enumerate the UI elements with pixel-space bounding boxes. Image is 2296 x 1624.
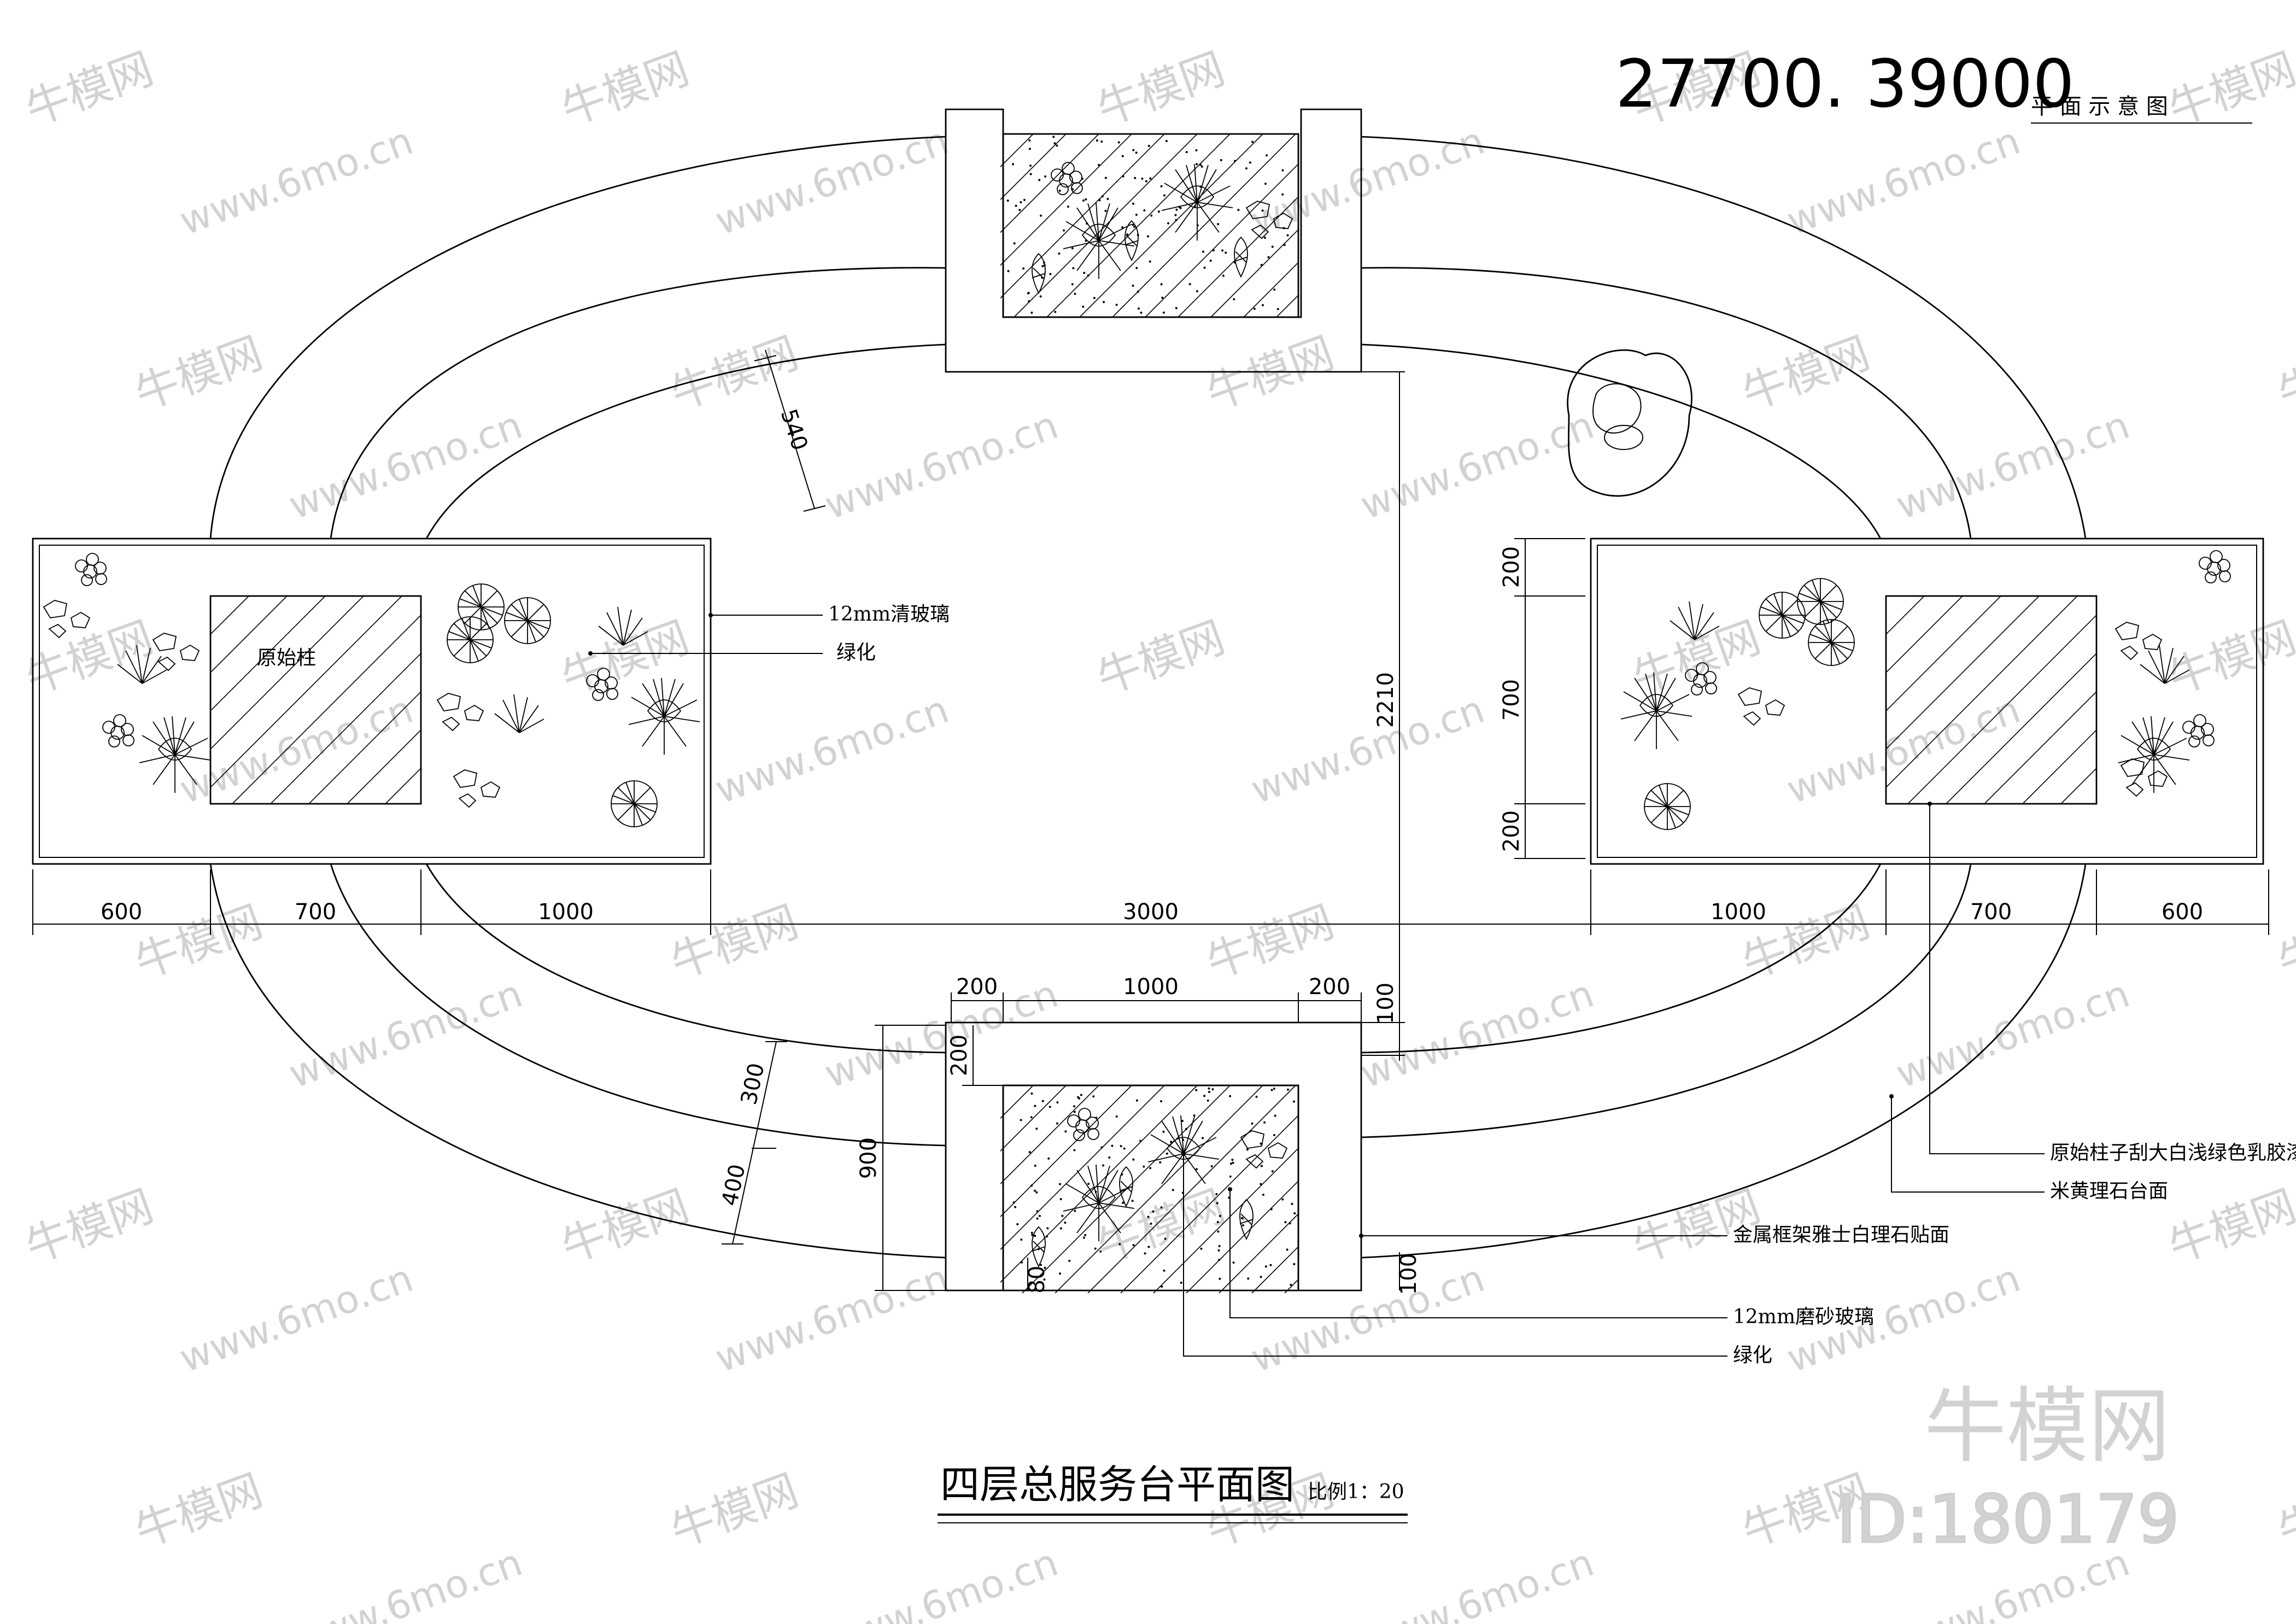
dim-top-ring: 540 bbox=[776, 406, 812, 454]
leader-lines bbox=[588, 613, 2045, 1357]
dim-ring-lower-2: 400 bbox=[717, 1162, 751, 1208]
dim-bottom-left-1: 600 bbox=[101, 899, 142, 925]
watermark-tile: www.6mo.cn bbox=[1245, 1255, 1490, 1381]
watermark-tile: www.6mo.cn bbox=[283, 1540, 528, 1624]
watermark-tile: 牛模网 bbox=[128, 1464, 269, 1557]
watermark-tile: 牛模网 bbox=[555, 611, 695, 704]
dim-bottom-right-1: 1000 bbox=[1711, 899, 1766, 925]
label-pillar-paint: 原始柱子刮大白浅绿色乳胶漆 bbox=[2050, 1142, 2296, 1164]
watermark-tile: 牛模网 bbox=[664, 327, 805, 419]
label-pillar: 原始柱 bbox=[257, 647, 316, 669]
dimension-labels: 600 700 1000 3000 1000 700 600 200 700 2… bbox=[101, 406, 2203, 1295]
watermark-tile: 牛模网 bbox=[19, 1180, 160, 1272]
dim-bottom-box-side-1: 200 bbox=[947, 1035, 972, 1076]
page-title: 四层总服务台平面图 bbox=[940, 1462, 1295, 1508]
corner-watermark: 牛模网 ID:180179 bbox=[1836, 1379, 2180, 1559]
sculpture-icon bbox=[1567, 349, 1692, 497]
watermark-tile: www.6mo.cn bbox=[1781, 118, 2026, 244]
scale-label: 比例1：20 bbox=[1308, 1481, 1404, 1503]
drawing-code: 27700. 39000 bbox=[1615, 46, 2075, 122]
service-ring bbox=[209, 136, 2087, 1259]
watermark-tile: www.6mo.cn bbox=[1890, 971, 2135, 1097]
watermark-tile: www.6mo.cn bbox=[174, 1255, 419, 1381]
watermark-tile: www.6mo.cn bbox=[1781, 687, 2026, 813]
watermark-tile: www.6mo.cn bbox=[1355, 402, 1600, 528]
dim-bottom-right-3: 600 bbox=[2162, 899, 2203, 925]
right-pillar bbox=[1885, 595, 2098, 805]
watermark-tile: www.6mo.cn bbox=[710, 1255, 954, 1381]
dim-center-vertical: 2210 bbox=[1373, 672, 1398, 728]
watermark-tile: 牛模网 bbox=[128, 327, 269, 419]
dim-bottom-box-gap-bottom: 100 bbox=[1396, 1253, 1421, 1295]
left-pillar bbox=[209, 595, 422, 805]
label-clear-glass: 12mm清玻璃 bbox=[828, 603, 950, 626]
bottom-planter-box bbox=[945, 1021, 1362, 1293]
label-greenery-top: 绿化 bbox=[836, 641, 876, 664]
dim-right-box-3: 200 bbox=[1499, 810, 1524, 852]
header: 27700. 39000 平 面 示 意 图 bbox=[1615, 46, 2252, 124]
watermark-brand: 牛模网 bbox=[1924, 1379, 2170, 1474]
watermark-tile: www.6mo.cn bbox=[710, 118, 954, 244]
watermark-tile: 牛模网 bbox=[555, 43, 695, 135]
dim-bottom-left-3: 1000 bbox=[538, 899, 594, 925]
watermark-tile: www.6mo.cn bbox=[819, 1540, 1064, 1624]
watermark-tile: www.6mo.cn bbox=[1890, 402, 2135, 528]
watermark-tile: 牛模网 bbox=[128, 896, 269, 988]
watermark-tile: 牛模网 bbox=[19, 43, 160, 135]
right-counter-box bbox=[1590, 538, 2264, 865]
dim-bottom-right-2: 700 bbox=[1970, 899, 2012, 925]
watermark-tile: 牛模网 bbox=[2162, 43, 2296, 135]
dim-bottom-box-bottom: 80 bbox=[1024, 1266, 1050, 1294]
drawing-label: 平 面 示 意 图 bbox=[2031, 94, 2168, 119]
watermark-tile: www.6mo.cn bbox=[819, 971, 1064, 1097]
watermark-tile: 牛模网 bbox=[2162, 611, 2296, 704]
dim-right-box-1: 200 bbox=[1499, 546, 1524, 588]
dim-bottom-box-side-2: 900 bbox=[856, 1137, 881, 1179]
watermark-tile: 牛模网 bbox=[1091, 1180, 1231, 1272]
annotation-labels: 原始柱 12mm清玻璃 绿化 原始柱子刮大白浅绿色乳胶漆 米黄理石台面 金属框架… bbox=[257, 603, 2296, 1366]
watermark-tile: 牛模网 bbox=[2271, 896, 2296, 988]
dim-bottom-box-top-1: 200 bbox=[956, 974, 998, 1000]
watermark-tile: 牛模网 bbox=[2162, 1180, 2296, 1272]
watermark-tile: 牛模网 bbox=[555, 1180, 695, 1272]
top-planter-box bbox=[945, 108, 1362, 373]
watermark-tile: www.6mo.cn bbox=[283, 402, 528, 528]
dim-bottom-box-gap-top: 100 bbox=[1373, 983, 1398, 1024]
watermark-tile: www.6mo.cn bbox=[819, 402, 1064, 528]
watermark-tile: 牛模网 bbox=[2271, 327, 2296, 419]
dim-bottom-left-2: 700 bbox=[295, 899, 336, 925]
watermark-tile: 牛模网 bbox=[1091, 43, 1231, 135]
dim-bottom-box-top-2: 1000 bbox=[1123, 974, 1179, 1000]
watermark-tile: www.6mo.cn bbox=[174, 118, 419, 244]
label-metal-frame: 金属框架雅士白理石贴面 bbox=[1733, 1224, 1949, 1246]
watermark-tile: 牛模网 bbox=[1200, 327, 1340, 419]
watermark-tile: www.6mo.cn bbox=[283, 971, 528, 1097]
dimension-lines bbox=[32, 349, 2269, 1291]
watermark-tile: 牛模网 bbox=[1091, 611, 1231, 704]
dim-bottom-box-top-3: 200 bbox=[1309, 974, 1350, 1000]
watermark-tile: 牛模网 bbox=[2271, 1464, 2296, 1557]
watermark-tile: www.6mo.cn bbox=[1245, 687, 1490, 813]
dim-right-box-2: 700 bbox=[1499, 679, 1524, 721]
watermark-id: ID:180179 bbox=[1837, 1482, 2179, 1558]
label-beige-marble: 米黄理石台面 bbox=[2050, 1180, 2168, 1202]
watermark-tile: 牛模网 bbox=[664, 1464, 805, 1557]
watermark-tile: 牛模网 bbox=[664, 896, 805, 988]
label-frosted-glass: 12mm磨砂玻璃 bbox=[1733, 1306, 1874, 1328]
dim-bottom-center: 3000 bbox=[1123, 899, 1179, 925]
title-block: 四层总服务台平面图 比例1：20 bbox=[938, 1462, 1408, 1523]
label-greenery-bottom: 绿化 bbox=[1733, 1344, 1772, 1366]
watermark-tile: www.6mo.cn bbox=[1355, 1540, 1600, 1624]
left-counter-box bbox=[32, 538, 712, 865]
watermark-tile: www.6mo.cn bbox=[710, 687, 954, 813]
dim-ring-lower-1: 300 bbox=[736, 1061, 770, 1107]
